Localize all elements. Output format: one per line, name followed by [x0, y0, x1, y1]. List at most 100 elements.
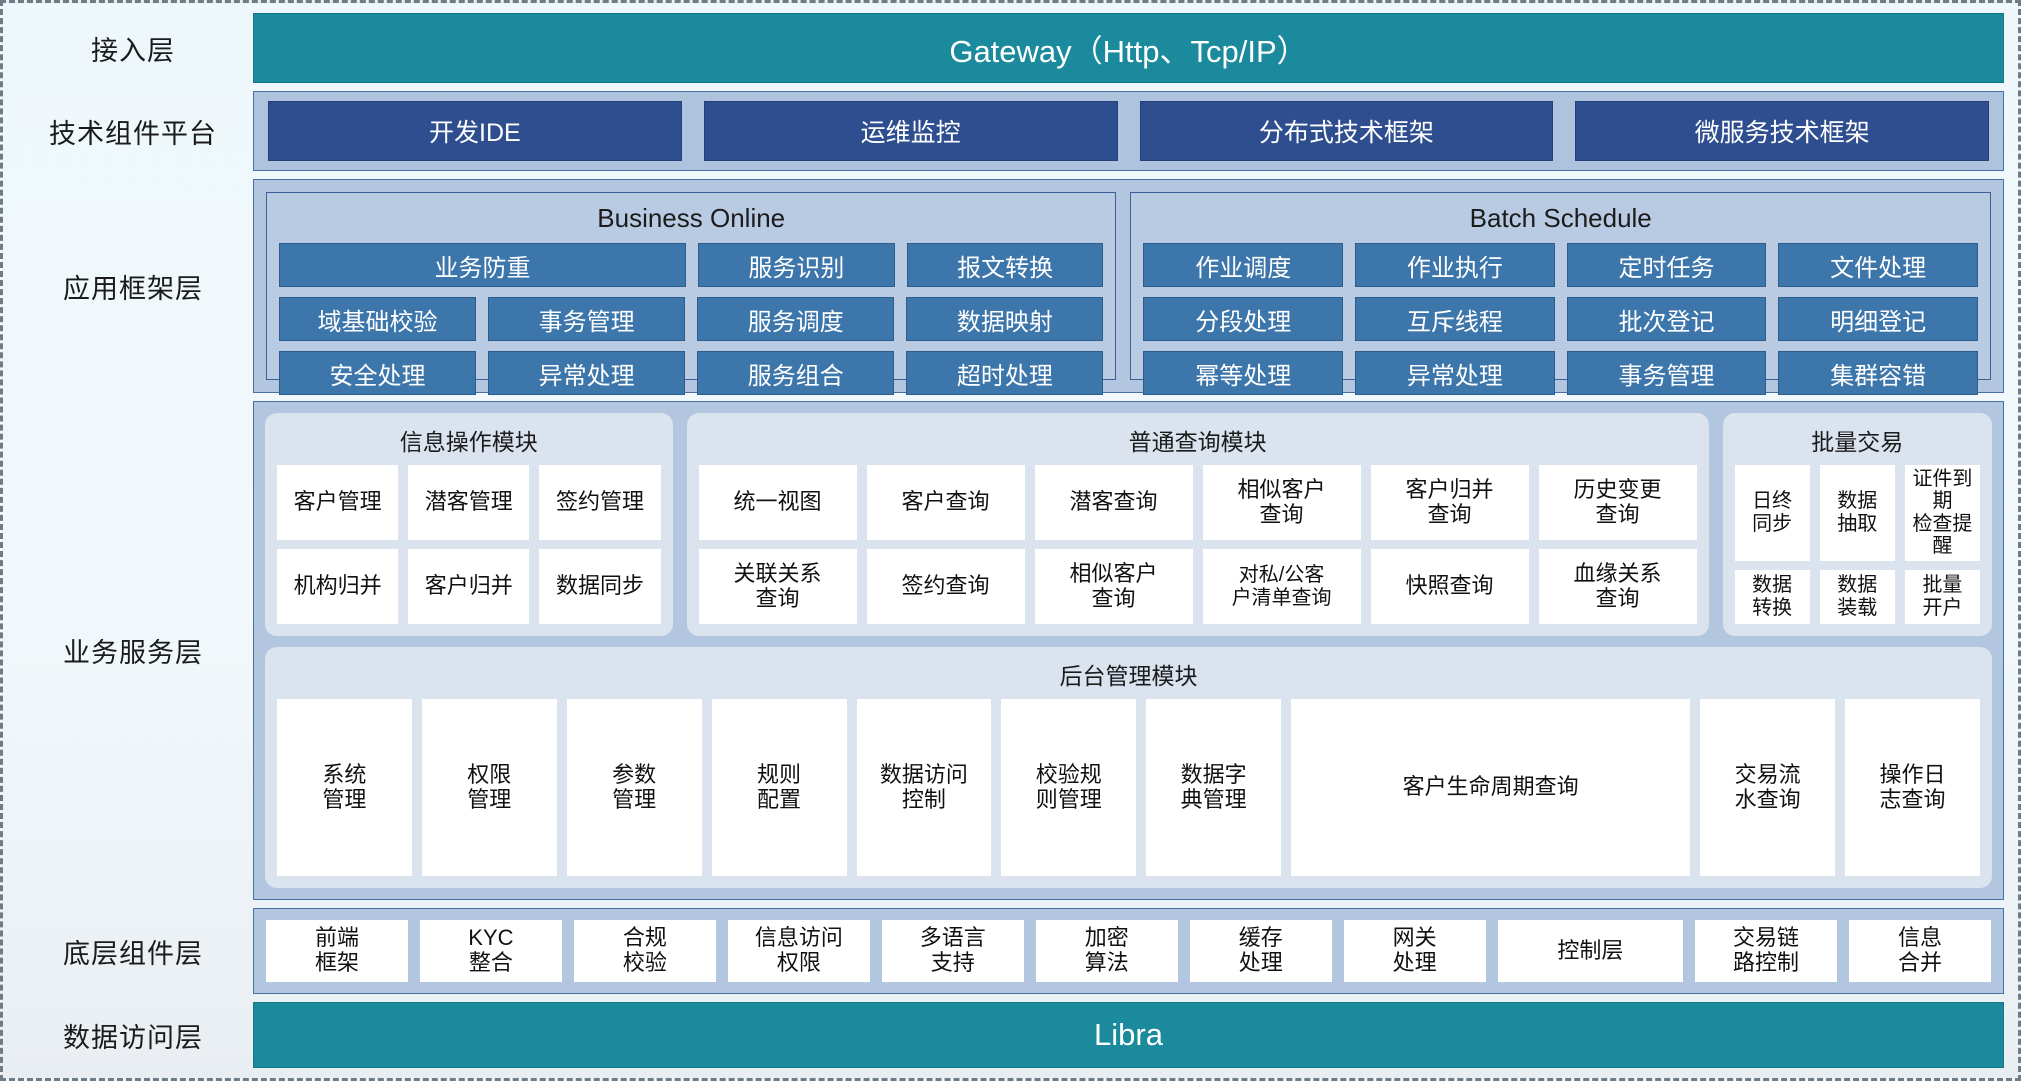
app-chip-sjys[interactable]: 数据映射 [906, 297, 1104, 341]
app-chip-wjcl[interactable]: 文件处理 [1778, 243, 1978, 287]
cell-sjzh[interactable]: 数据转换 [1734, 569, 1810, 624]
cell-qkcx[interactable]: 潜客查询 [1034, 465, 1193, 540]
app-chip-fdcl[interactable]: 分段处理 [1143, 297, 1344, 341]
app-chip-mdcl[interactable]: 幂等处理 [1143, 351, 1344, 395]
module-info-operation: 信息操作模块 客户管理 潜客管理 签约管理 机构归并 客户归并 [265, 413, 673, 636]
cell-khgbcx[interactable]: 客户归并查询 [1370, 465, 1529, 540]
cell-jygzgl[interactable]: 校验规则管理 [1001, 699, 1137, 876]
app-chip-swgl-batch[interactable]: 事务管理 [1566, 351, 1767, 395]
app-chip-zyzx[interactable]: 作业执行 [1355, 243, 1555, 287]
cell-sjfwkz[interactable]: 数据访问控制 [856, 699, 992, 876]
app-grid-batch-schedule: 作业调度 作业执行 定时任务 文件处理 分段处理 互斥线程 批次登记 明细登记 [1143, 243, 1978, 395]
cell-hgjy[interactable]: 合规校验 [573, 920, 716, 982]
layer-data-access: 数据访问层 Libra [13, 1002, 2004, 1068]
app-chip-cscl[interactable]: 超时处理 [906, 351, 1104, 395]
cell-khgb[interactable]: 客户归并 [408, 549, 530, 624]
cell-xskhcx-1[interactable]: 相似客户查询 [1202, 465, 1361, 540]
app-chip-jqrc[interactable]: 集群容错 [1778, 351, 1978, 395]
cell-xygxcx[interactable]: 血缘关系查询 [1538, 549, 1697, 624]
app-framework-panel: Business Online 业务防重 服务识别 报文转换 域基础校验 事务管… [253, 179, 2004, 395]
layer-app-framework: 应用框架层 Business Online 业务防重 服务识别 报文转换 域 [13, 179, 2004, 395]
app-chip-yjcjy[interactable]: 域基础校验 [279, 297, 477, 341]
cell-xxhb[interactable]: 信息合并 [1849, 920, 1991, 982]
cell-czrzcx[interactable]: 操作日志查询 [1845, 699, 1980, 876]
gateway-bar[interactable]: Gateway（Http、Tcp/IP） [253, 13, 2004, 83]
cell-qygl[interactable]: 签约管理 [539, 465, 661, 540]
cell-jmsf[interactable]: 加密算法 [1035, 920, 1178, 982]
app-grid-business-online: 业务防重 服务识别 报文转换 域基础校验 事务管理 服务调度 数据映射 [279, 243, 1104, 395]
cell-kzc[interactable]: 控制层 [1497, 920, 1684, 982]
app-chip-fwzh[interactable]: 服务组合 [697, 351, 895, 395]
cell-qycx[interactable]: 签约查询 [866, 549, 1025, 624]
cell-plkh[interactable]: 批量开户 [1904, 569, 1981, 624]
app-chip-fwsb[interactable]: 服务识别 [698, 243, 895, 287]
layer-label-tech: 技术组件平台 [49, 118, 217, 149]
tech-chip-microservice-framework[interactable]: 微服务技术框架 [1575, 101, 1989, 161]
cell-sjtb[interactable]: 数据同步 [539, 549, 661, 624]
layer-body-app: Business Online 业务防重 服务识别 报文转换 域基础校验 事务管… [253, 179, 2004, 395]
layer-business-service: 业务服务层 信息操作模块 客户管理 潜客管理 签约管理 [13, 401, 2004, 900]
cell-qkgl[interactable]: 潜客管理 [408, 465, 530, 540]
cell-sjzz[interactable]: 数据装载 [1819, 569, 1895, 624]
cell-khsmzqcx[interactable]: 客户生命周期查询 [1291, 699, 1691, 876]
tech-chip-distributed-framework[interactable]: 分布式技术框架 [1139, 101, 1554, 161]
app-chip-fwdd[interactable]: 服务调度 [697, 297, 895, 341]
module-backend-management: 后台管理模块 系统管理 权限管理 参数管理 规则配置 数据访问控制 校验规则管理… [265, 647, 1992, 888]
module-row: 数据转换 数据装载 批量开户 [1734, 569, 1981, 624]
cell-qxgl[interactable]: 权限管理 [421, 699, 557, 876]
cell-xxfwqx[interactable]: 信息访问权限 [727, 920, 870, 982]
app-chip-dsrw[interactable]: 定时任务 [1566, 243, 1767, 287]
tech-chip-ide[interactable]: 开发IDE [268, 101, 682, 161]
module-row: 客户管理 潜客管理 签约管理 [277, 465, 661, 540]
cell-hccl[interactable]: 缓存处理 [1189, 920, 1332, 982]
app-chip-aqcl[interactable]: 安全处理 [279, 351, 477, 395]
tech-chip-ops-monitor[interactable]: 运维监控 [703, 101, 1118, 161]
module-title-common-query: 普通查询模块 [1128, 429, 1267, 455]
cell-rztb[interactable]: 日终同步 [1734, 465, 1810, 561]
cell-gzpz[interactable]: 规则配置 [711, 699, 847, 876]
app-row: 域基础校验 事务管理 服务调度 数据映射 [279, 297, 1104, 341]
app-chip-swgl-online[interactable]: 事务管理 [488, 297, 686, 341]
module-row-backend: 系统管理 权限管理 参数管理 规则配置 数据访问控制 校验规则管理 数据字典管理… [277, 699, 1980, 876]
libra-bar[interactable]: Libra [253, 1002, 2004, 1068]
cell-jylkz[interactable]: 交易链路控制 [1695, 920, 1838, 982]
cell-glgxcx[interactable]: 关联关系查询 [698, 549, 857, 624]
cell-jggb[interactable]: 机构归并 [277, 549, 399, 624]
cell-zjdqjctx[interactable]: 证件到期检查提醒 [1904, 465, 1981, 561]
module-grid-common-query: 统一视图 客户查询 潜客查询 相似客户查询 客户归并查询 历史变更查询 关联关系… [698, 465, 1697, 624]
cell-qdkj[interactable]: 前端框架 [266, 920, 408, 982]
cell-xskhcx-2[interactable]: 相似客户查询 [1034, 549, 1193, 624]
module-row: 统一视图 客户查询 潜客查询 相似客户查询 客户归并查询 历史变更查询 [698, 465, 1697, 540]
app-chip-ywfz[interactable]: 业务防重 [279, 243, 686, 287]
cell-khgl[interactable]: 客户管理 [277, 465, 399, 540]
cell-wgcl[interactable]: 网关处理 [1343, 920, 1486, 982]
app-chip-mxdj[interactable]: 明细登记 [1778, 297, 1978, 341]
app-chip-zydd[interactable]: 作业调度 [1143, 243, 1344, 287]
app-chip-bwzh[interactable]: 报文转换 [906, 243, 1104, 287]
cell-sjcq[interactable]: 数据抽取 [1819, 465, 1895, 561]
cell-dyyzc[interactable]: 多语言支持 [881, 920, 1024, 982]
app-chip-yccl-batch[interactable]: 异常处理 [1355, 351, 1555, 395]
app-group-business-online: Business Online 业务防重 服务识别 报文转换 域基础校验 事务管… [266, 192, 1117, 395]
layer-stack: 接入层 Gateway（Http、Tcp/IP） 技术组件平台 开发IDE 运维… [13, 13, 2004, 1068]
app-chip-pcdj[interactable]: 批次登记 [1566, 297, 1767, 341]
layer-label-app: 应用框架层 [63, 273, 203, 304]
app-chip-yccl-online[interactable]: 异常处理 [488, 351, 686, 395]
cell-khcx[interactable]: 客户查询 [866, 465, 1025, 540]
app-chip-hcxc[interactable]: 互斥线程 [1355, 297, 1555, 341]
cell-xtgl[interactable]: 系统管理 [277, 699, 412, 876]
cell-kzcx[interactable]: 快照查询 [1370, 549, 1529, 624]
layer-access: 接入层 Gateway（Http、Tcp/IP） [13, 13, 2004, 83]
cell-jylscx[interactable]: 交易流水查询 [1700, 699, 1836, 876]
cell-csgl[interactable]: 参数管理 [566, 699, 702, 876]
cell-dsgkhqdcx[interactable]: 对私/公客户清单查询 [1202, 549, 1361, 624]
cell-lsbgcx[interactable]: 历史变更查询 [1538, 465, 1697, 540]
cell-tyst[interactable]: 统一视图 [698, 465, 857, 540]
cell-sjzdgl[interactable]: 数据字典管理 [1146, 699, 1282, 876]
business-module-row: 信息操作模块 客户管理 潜客管理 签约管理 机构归并 客户归并 [265, 413, 1992, 636]
